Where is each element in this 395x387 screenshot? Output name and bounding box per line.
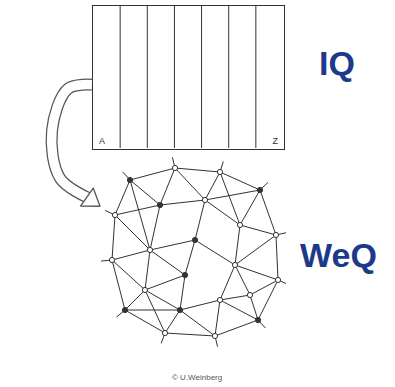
network-dot (217, 297, 222, 302)
network-link (112, 250, 150, 260)
network-link (112, 260, 125, 310)
network-link (220, 300, 258, 320)
network-link (195, 240, 235, 265)
letter-label: A (99, 136, 105, 146)
network-dot (142, 287, 147, 292)
network-dot (212, 333, 217, 338)
network-dot (177, 307, 182, 312)
copyright-note: © U.Weinberg (172, 373, 222, 382)
network-link (150, 250, 185, 275)
network-link (125, 290, 145, 310)
alphabet-box: IQAZ (92, 5, 285, 150)
column-line (120, 6, 121, 148)
network-link (145, 290, 165, 333)
network-dot (109, 257, 114, 262)
network-link (220, 265, 235, 300)
column-lines (93, 6, 283, 148)
network-dot (273, 232, 278, 237)
network-link (112, 260, 145, 290)
column-line (228, 6, 229, 148)
network-link (165, 310, 180, 333)
network-dot (172, 165, 177, 170)
network-link (145, 275, 185, 290)
arrow-outline (52, 85, 92, 198)
column-line (255, 6, 256, 148)
network-link (240, 225, 276, 235)
network-link (276, 235, 278, 280)
network-dot (127, 177, 132, 182)
network-link (150, 240, 195, 250)
network-dot (217, 169, 222, 174)
network-link (220, 172, 240, 225)
network-link (165, 333, 215, 336)
network-link (150, 205, 160, 250)
column-line (201, 6, 202, 148)
iq-heading: IQ (319, 44, 355, 83)
network-figure: WeQ (100, 160, 290, 345)
network-link (180, 275, 185, 310)
network-link (145, 290, 180, 310)
network-dot (192, 237, 197, 242)
arrow-body (52, 85, 92, 198)
network-dot (257, 187, 262, 192)
network-link (215, 300, 220, 336)
network-link (185, 240, 195, 275)
network-link (115, 180, 130, 215)
network-dot (255, 317, 260, 322)
network-link (205, 190, 260, 200)
network-link (160, 200, 205, 205)
network-link (235, 235, 276, 265)
network-link (205, 200, 240, 225)
column-line (174, 6, 175, 148)
network-dot (147, 247, 152, 252)
network-link (115, 215, 150, 250)
network-link (215, 320, 258, 336)
network-dot (122, 307, 127, 312)
network-dot (162, 330, 167, 335)
network-link (160, 168, 175, 205)
network-link (235, 225, 240, 265)
network-link (240, 190, 260, 225)
network-link (125, 310, 180, 311)
network-link (145, 250, 150, 290)
network-dot (157, 202, 162, 207)
network-link (115, 205, 160, 215)
network-dot (182, 272, 187, 277)
network-link (195, 200, 205, 240)
network-link (235, 265, 250, 295)
network-link (112, 215, 115, 260)
network-link (180, 300, 220, 310)
network-link (180, 310, 215, 336)
network-link (220, 295, 250, 300)
network-link (175, 168, 205, 200)
network-link (130, 180, 160, 205)
network-link (125, 310, 165, 333)
network-link (175, 168, 220, 172)
network-link (260, 190, 276, 235)
network-dot (202, 197, 207, 202)
network-dot (232, 262, 237, 267)
network-link (258, 280, 278, 320)
arrow-head (81, 188, 100, 206)
network-dot (275, 277, 280, 282)
network-link (205, 172, 220, 200)
letter-label: Z (273, 136, 279, 146)
column-line (147, 6, 148, 148)
network-link (130, 168, 175, 180)
network-dot (237, 222, 242, 227)
network-dot (247, 292, 252, 297)
weq-heading: WeQ (300, 236, 377, 275)
network-dot (112, 212, 117, 217)
network-drawing (100, 160, 290, 345)
